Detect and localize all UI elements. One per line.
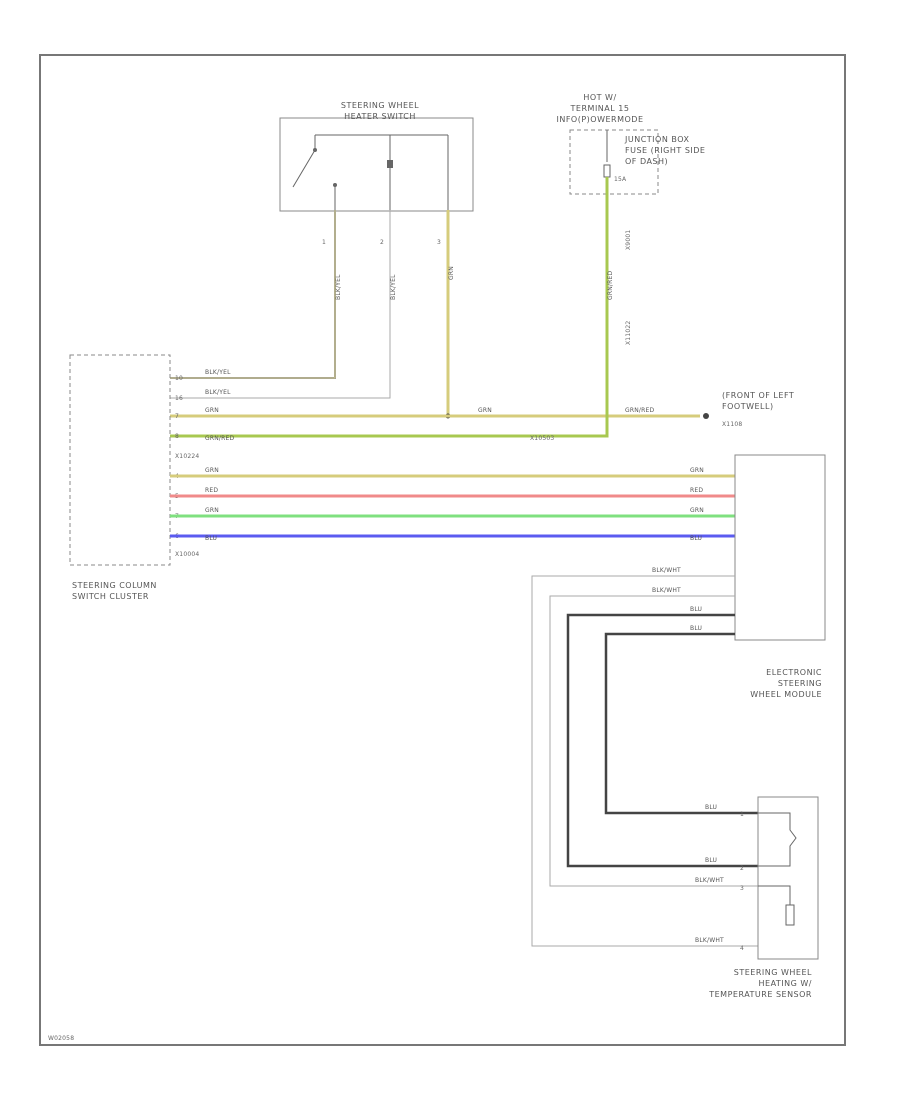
switch-pin-1: 1	[322, 239, 326, 246]
sensor-pin-3: 3	[740, 885, 744, 892]
wire-switch-pin1	[170, 210, 336, 379]
ground-label-3: X1108	[722, 421, 742, 428]
wire-module-blkwht-1	[531, 575, 758, 947]
sensor-pin-4: 4	[740, 945, 744, 952]
wire-label-bus-blue-r: BLU	[690, 535, 702, 542]
fuse-box-label-2: FUSE (RIGHT SIDE	[625, 146, 705, 155]
fuse-box-label-3: OF DASH)	[625, 157, 668, 166]
heater-switch-label-1: STEERING WHEEL	[341, 101, 419, 110]
wire-switch-pin2	[170, 210, 391, 399]
wire-label-blkyel-v1: BLK/YEL	[335, 274, 342, 300]
column-switch-label-1: STEERING COLUMN	[72, 581, 157, 590]
wire-label-blkwht-2b: BLK/WHT	[695, 877, 724, 884]
fuse-connector-label: X9001	[625, 230, 632, 250]
wire-label-grnred-h: GRN/RED	[625, 407, 654, 414]
column-pin-3: 7	[175, 413, 179, 420]
wire-label-grnred-h2: GRN/RED	[205, 435, 234, 442]
wire-label-bus-blue-l: BLU	[205, 535, 217, 542]
diagram-id: W02058	[48, 1035, 74, 1042]
wire-label-grn-h1: GRN	[205, 407, 219, 414]
hot-label-3: INFO(P)OWERMODE	[556, 115, 643, 124]
ground-label-1: (FRONT OF LEFT	[722, 391, 794, 400]
splice-label: X10503	[530, 435, 554, 442]
wire-label-bus-grn-l: GRN	[205, 467, 219, 474]
wire-label-blu-2: BLU	[690, 625, 702, 632]
heater-switch-label-2: HEATER SWITCH	[344, 112, 416, 121]
steering-module-label-1: ELECTRONIC	[766, 668, 822, 677]
wire-label-blkwht-1: BLK/WHT	[652, 567, 681, 574]
column-switch-label-2: SWITCH CLUSTER	[72, 592, 149, 601]
sensor-pin-2: 2	[740, 865, 744, 872]
temp-sensor-element	[758, 885, 795, 926]
wire-label-bus-green-l: GRN	[205, 507, 219, 514]
hot-connector-label: X11022	[625, 321, 632, 345]
wire-label-bus-red-l: RED	[205, 487, 218, 494]
wire-label-blu-1: BLU	[690, 606, 702, 613]
wire-switch-pin1-core	[170, 210, 336, 379]
column-pin-2: 16	[175, 395, 183, 402]
wire-label-blkwht-1b: BLK/WHT	[695, 937, 724, 944]
heater-element	[758, 812, 797, 867]
hot-label-1: HOT W/	[583, 93, 616, 102]
switch-pin-2: 2	[380, 239, 384, 246]
switch-contact	[292, 149, 316, 188]
column-pin-4: 8	[175, 433, 179, 440]
wire-label-grn-h2: GRN	[478, 407, 492, 414]
steering-module-label-2: STEERING	[778, 679, 822, 688]
column-connector-bottom: X10004	[175, 551, 199, 558]
sensor-pin-1: 1	[740, 811, 744, 818]
wire-module-blu-2	[604, 632, 758, 815]
wire-label-grnred-v: GRN/RED	[607, 271, 614, 300]
fuse-box	[569, 129, 659, 195]
ground-label-2: FOOTWELL)	[722, 402, 774, 411]
heating-sensor-label-1: STEERING WHEEL	[734, 968, 812, 977]
wire-label-grn-v: GRN	[448, 266, 455, 280]
fuse-box-label-1: JUNCTION BOX	[624, 135, 689, 144]
column-switch-box	[69, 354, 171, 566]
wire-label-blu-2b: BLU	[705, 804, 717, 811]
switch-led	[387, 160, 393, 168]
ground-point	[703, 413, 709, 419]
wire-hot	[170, 177, 609, 438]
hot-label-2: TERMINAL 15	[570, 104, 630, 113]
wire-module-blkwht-2	[549, 595, 758, 887]
wire-label-blkyel-v2: BLK/YEL	[390, 274, 397, 300]
wire-label-bus-grn-r: GRN	[690, 467, 704, 474]
wire-label-blu-1b: BLU	[705, 857, 717, 864]
steering-module-label-3: WHEEL MODULE	[750, 690, 822, 699]
column-connector-top: X10224	[175, 453, 199, 460]
wire-label-bus-green-r: GRN	[690, 507, 704, 514]
heating-sensor-label-3: TEMPERATURE SENSOR	[708, 990, 812, 999]
wire-label-blkyel-h2: BLK/YEL	[205, 389, 231, 396]
wire-label-blkyel-h1: BLK/YEL	[205, 369, 231, 376]
wire-label-bus-red-r: RED	[690, 487, 703, 494]
switch-pin-3: 3	[437, 239, 441, 246]
column-pin-1: 10	[175, 375, 183, 382]
heating-sensor-label-2: HEATING W/	[759, 979, 813, 988]
wire-module-blu-1	[566, 613, 758, 868]
heater-switch-box	[279, 117, 474, 212]
wire-label-blkwht-2: BLK/WHT	[652, 587, 681, 594]
steering-module-box	[734, 454, 826, 641]
diagram-frame	[39, 54, 846, 1046]
fuse-amp-label: 15A	[614, 176, 627, 183]
heating-sensor-box	[757, 796, 819, 960]
fuse-symbol	[603, 164, 611, 178]
